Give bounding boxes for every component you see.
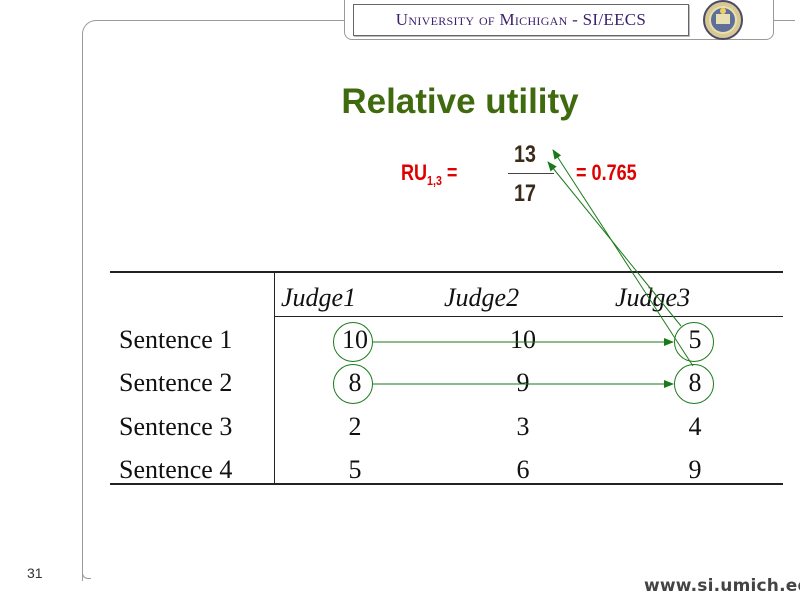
cell-s2-judge2: 9: [516, 368, 530, 397]
highlight-circle-s2-judge1: [333, 364, 373, 404]
table-top-rule: [110, 271, 783, 273]
row-label-sentence-3: Sentence 3: [119, 412, 233, 441]
formula-lhs: RU1,3 =: [401, 160, 457, 188]
cell-s4-judge1: 5: [348, 455, 362, 484]
table-column-divider: [274, 272, 275, 484]
institution-label: University of Michigan - SI/EECS: [353, 4, 689, 36]
slide-title: Relative utility: [341, 82, 579, 121]
page-number: 31: [27, 565, 43, 581]
column-header-judge2: Judge2: [444, 283, 520, 312]
table-header-rule: [274, 316, 783, 317]
cell-s1-judge2: 10: [510, 325, 536, 354]
table-bottom-rule: [110, 483, 783, 485]
row-label-sentence-1: Sentence 1: [119, 325, 233, 354]
fraction-bar: [508, 173, 554, 174]
slide-frame-corner: [82, 566, 91, 579]
column-header-judge3: Judge3: [615, 283, 691, 312]
cell-s4-judge2: 6: [516, 455, 530, 484]
highlight-circle-s1-judge3: [674, 322, 714, 362]
formula-numerator: 13: [514, 141, 536, 168]
formula-denominator: 17: [514, 180, 536, 207]
row-label-sentence-2: Sentence 2: [119, 368, 233, 397]
cell-s3-judge3: 4: [688, 412, 702, 441]
highlight-circle-s2-judge3: [674, 364, 714, 404]
cell-s3-judge1: 2: [348, 412, 362, 441]
formula-subscript: 1,3: [427, 173, 442, 188]
footer-url: www.si.umich.edu: [644, 576, 800, 596]
highlight-circle-s1-judge1: [333, 322, 373, 362]
cell-s3-judge2: 3: [516, 412, 530, 441]
cell-s4-judge3: 9: [688, 455, 702, 484]
column-header-judge1: Judge1: [281, 283, 357, 312]
formula-result: = 0.765: [576, 160, 637, 185]
row-label-sentence-4: Sentence 4: [119, 455, 233, 484]
formula-ru: RU: [401, 160, 428, 185]
university-seal-icon: [703, 0, 743, 40]
formula-equals: =: [441, 160, 458, 185]
